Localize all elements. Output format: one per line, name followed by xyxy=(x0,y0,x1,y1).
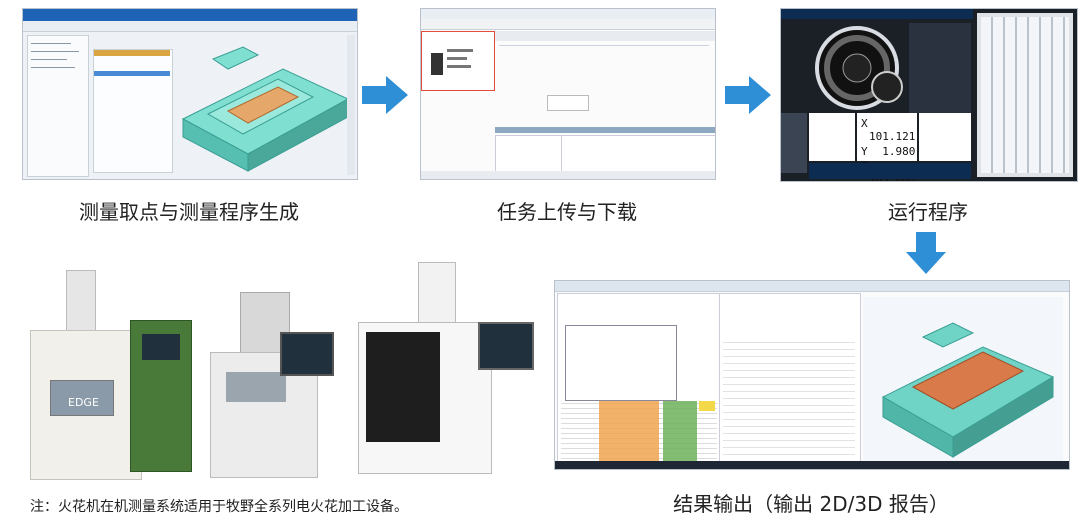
task-manager-screenshot xyxy=(420,8,716,180)
edm-machine-2 xyxy=(210,292,340,478)
arrow-down-icon xyxy=(906,232,946,274)
step-1-caption: 测量取点与测量程序生成 xyxy=(79,200,299,224)
edm-machine-3 xyxy=(358,262,538,476)
mold-3d-model xyxy=(181,46,350,172)
report-output-screenshot xyxy=(554,280,1070,470)
edm-machine-1: EDGE xyxy=(30,270,192,480)
cad-screenshot xyxy=(22,8,358,180)
x-value: 101.121 xyxy=(869,130,916,143)
y-label: Y xyxy=(861,145,868,158)
small-dial-icon xyxy=(871,71,903,103)
arrow-right-icon xyxy=(362,76,408,114)
report-3d-model xyxy=(863,297,1063,463)
arrow-right-icon xyxy=(725,76,771,114)
x-label: X xyxy=(861,117,868,130)
footnote: 注：火花机在机测量系统适用于牧野全系列电火花加工设备。 xyxy=(30,499,408,515)
step-4-caption: 结果输出（输出 2D/3D 报告） xyxy=(673,492,949,516)
machine-brand-label: EDGE xyxy=(68,396,99,409)
step-2-caption: 任务上传与下载 xyxy=(497,200,637,224)
step-3-caption: 运行程序 xyxy=(888,200,968,224)
y-value: 1.980 xyxy=(882,145,916,158)
cnc-controller-screenshot: X 101.121 Y 1.980 Z 105.000 xyxy=(780,8,1078,182)
